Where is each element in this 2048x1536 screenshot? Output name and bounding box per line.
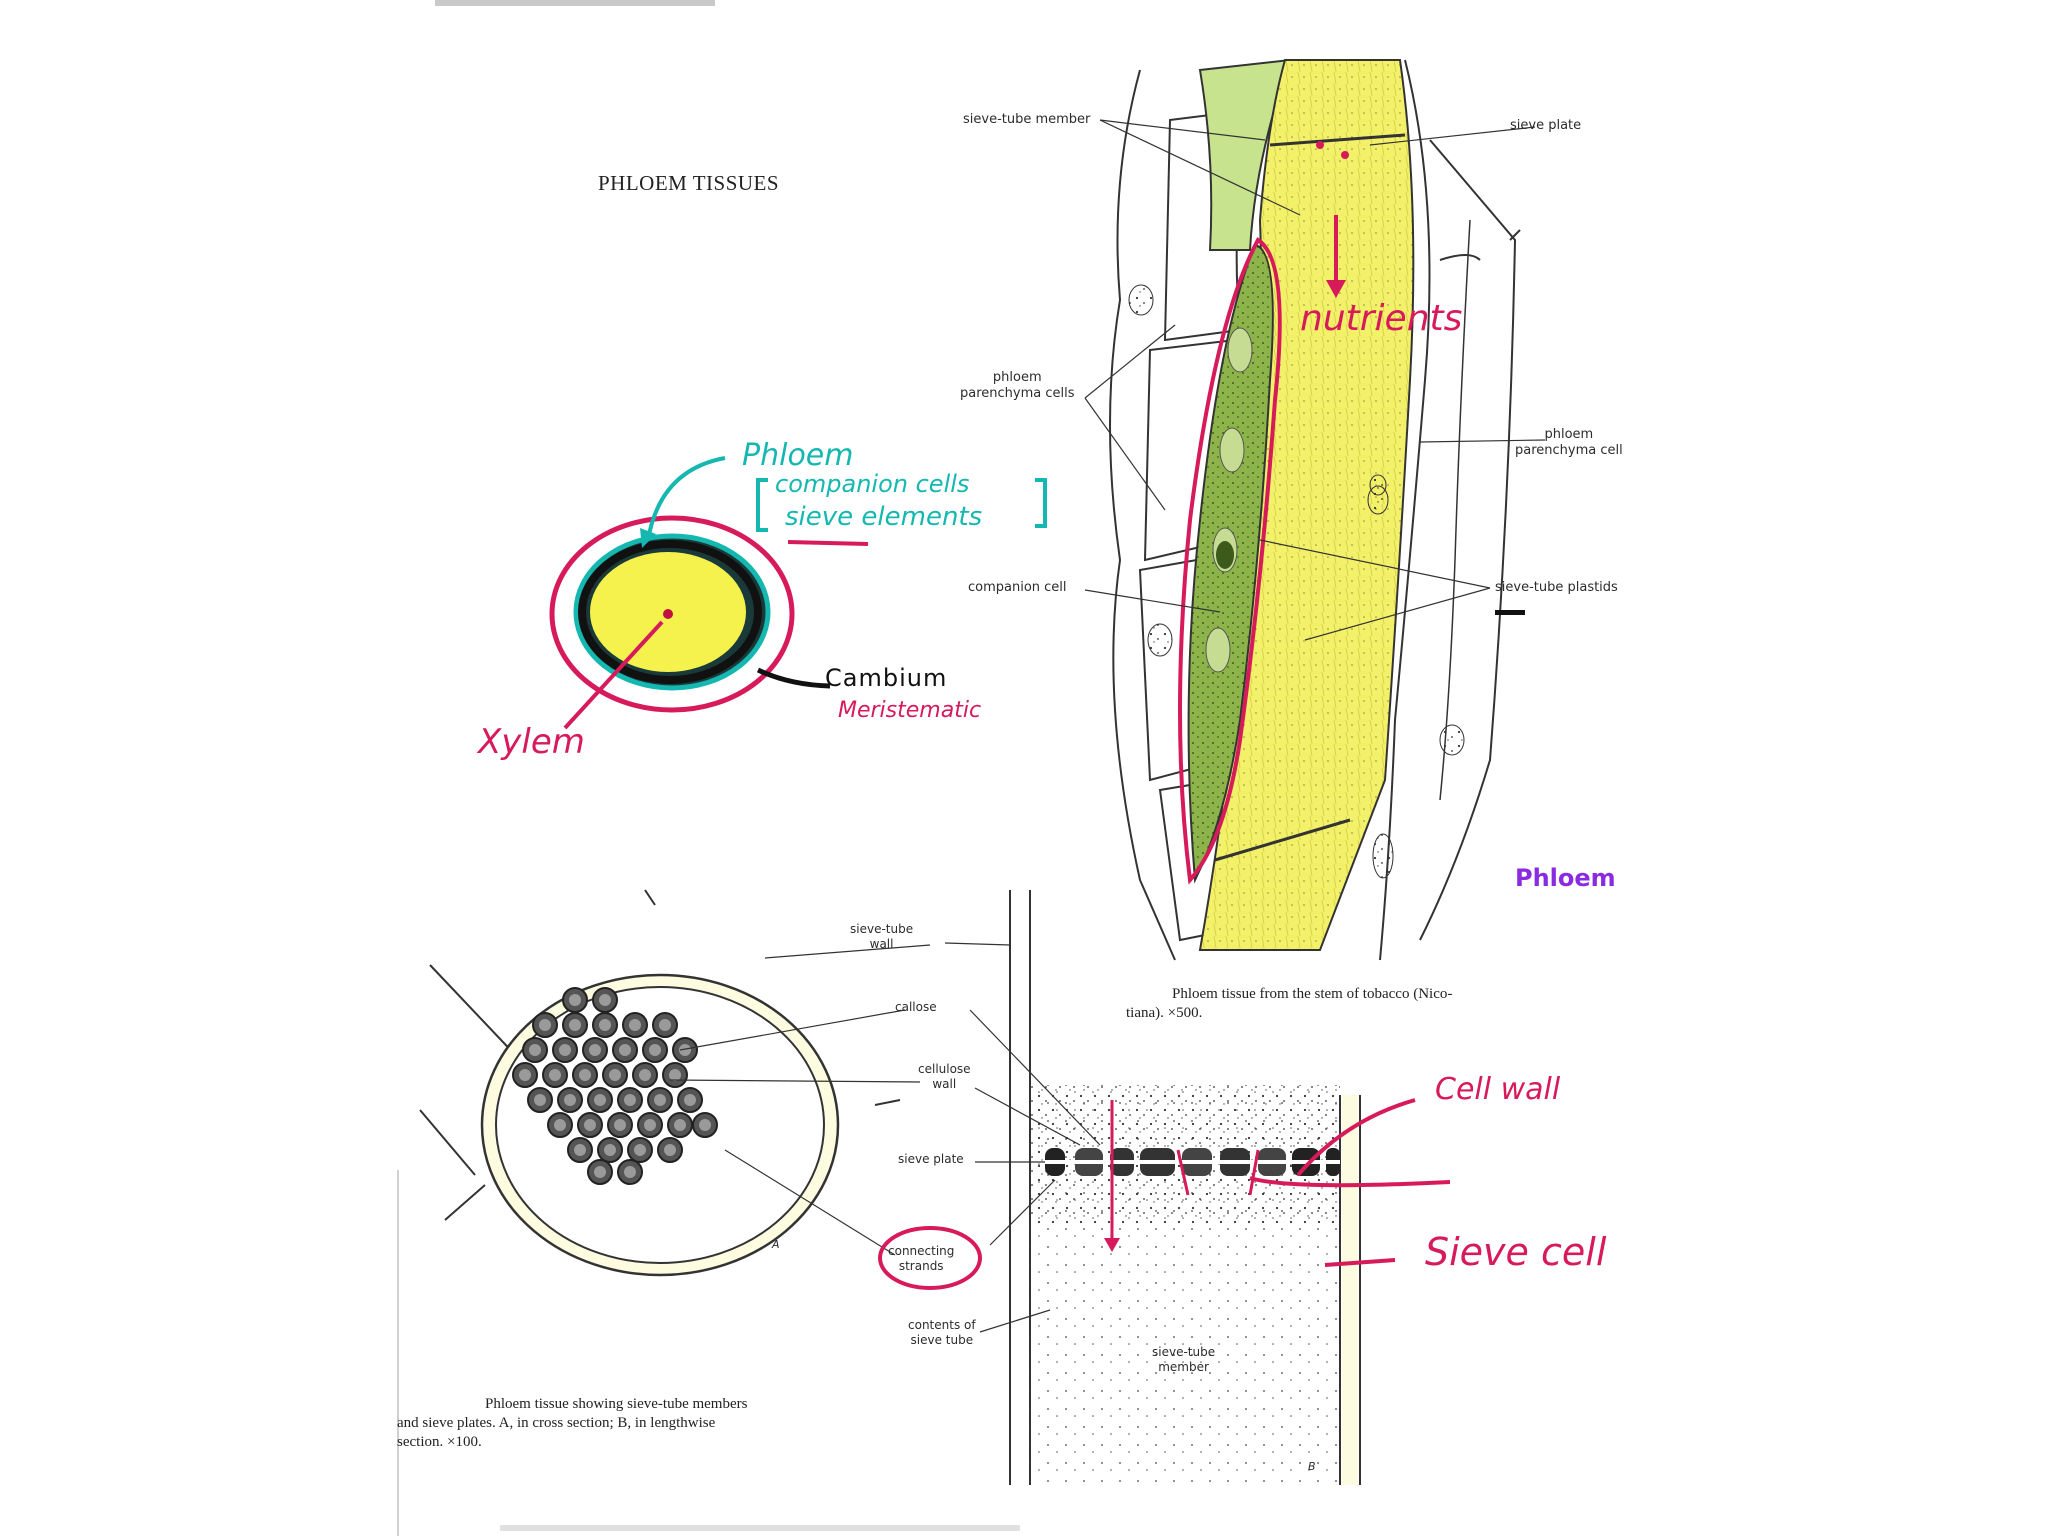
bracket-left bbox=[758, 480, 768, 530]
label-b: B bbox=[1308, 1460, 1316, 1474]
connecting-strand-core bbox=[599, 994, 611, 1006]
label-sieve-plate-top: sieve plate bbox=[1510, 118, 1581, 134]
scan-bottom-mark bbox=[500, 1525, 1020, 1531]
cambium-pointer bbox=[758, 670, 830, 686]
caption-a-line2: and sieve plates. A, in cross section; B… bbox=[397, 1414, 715, 1434]
label-nutrients: nutrients bbox=[1300, 298, 1462, 339]
connecting-strand-core bbox=[619, 1044, 631, 1056]
connecting-strand-core bbox=[659, 1019, 671, 1031]
label-sieve-tube-member-b: sieve-tube member bbox=[1152, 1345, 1215, 1375]
connecting-strand-core bbox=[654, 1094, 666, 1106]
sieve-plate-b bbox=[1045, 1148, 1340, 1176]
connecting-strand-core bbox=[594, 1094, 606, 1106]
connecting-strand-core bbox=[609, 1069, 621, 1081]
label-sieve-cell-hand: Sieve cell bbox=[1425, 1230, 1606, 1274]
connecting-strand-core bbox=[669, 1069, 681, 1081]
label-phloem-parenchyma-cells: phloem parenchyma cells bbox=[960, 370, 1075, 403]
label-sieve-plate-b: sieve plate bbox=[898, 1152, 964, 1167]
connecting-strand-core bbox=[559, 1044, 571, 1056]
connecting-strand-core bbox=[599, 1019, 611, 1031]
center-dot bbox=[663, 609, 673, 619]
connecting-strand-core bbox=[519, 1069, 531, 1081]
label-cellulose-wall: cellulose wall bbox=[918, 1062, 971, 1092]
connecting-strand-core bbox=[589, 1044, 601, 1056]
sieve-tube-lengthwise-b bbox=[880, 890, 1450, 1485]
connecting-strand-core bbox=[634, 1144, 646, 1156]
caption-a-line1: Phloem tissue showing sieve-tube members bbox=[485, 1395, 747, 1415]
connecting-strand-core bbox=[684, 1094, 696, 1106]
scan-edge-mark bbox=[435, 0, 715, 6]
label-sieve-tube-plastids: sieve-tube plastids bbox=[1495, 580, 1618, 596]
connecting-strand-core bbox=[569, 1019, 581, 1031]
connecting-strand-core bbox=[699, 1119, 711, 1131]
connecting-strand-core bbox=[594, 1166, 606, 1178]
tobacco-phloem-drawing bbox=[1085, 60, 1545, 960]
connecting-strand-core bbox=[549, 1069, 561, 1081]
label-meristematic: Meristematic bbox=[838, 698, 981, 723]
label-sieve-elements: sieve elements bbox=[785, 502, 982, 532]
label-phloem-parenchyma-cell: phloem parenchyma cell bbox=[1515, 427, 1623, 460]
connecting-strand-core bbox=[674, 1119, 686, 1131]
connecting-strand-core bbox=[664, 1144, 676, 1156]
connecting-strand-core bbox=[554, 1119, 566, 1131]
connecting-strand-core bbox=[644, 1119, 656, 1131]
caption-tobacco-line1: Phloem tissue from the stem of tobacco (… bbox=[1172, 985, 1452, 1005]
label-xylem: Xylem bbox=[478, 722, 585, 762]
connecting-strand-core bbox=[604, 1144, 616, 1156]
connecting-strand-core bbox=[529, 1044, 541, 1056]
label-connecting-strands: connecting strands bbox=[888, 1244, 954, 1274]
connecting-strand-core bbox=[639, 1069, 651, 1081]
bracket-right bbox=[1035, 480, 1045, 526]
connecting-strand-core bbox=[584, 1119, 596, 1131]
connecting-strand-core bbox=[624, 1094, 636, 1106]
connecting-strand-core bbox=[539, 1019, 551, 1031]
connecting-strand-core bbox=[574, 1144, 586, 1156]
connecting-strand-core bbox=[564, 1094, 576, 1106]
label-companion-cells: companion cells bbox=[775, 470, 969, 498]
connecting-strand-core bbox=[534, 1094, 546, 1106]
connecting-strand-core bbox=[579, 1069, 591, 1081]
connecting-strand-core bbox=[624, 1166, 636, 1178]
label-phloem: Phloem bbox=[742, 438, 853, 473]
caption-tobacco-line2: tiana). ×500. bbox=[1126, 1004, 1202, 1024]
label-phloem-purple: Phloem bbox=[1515, 864, 1616, 892]
sieve-tube-cross-section-a bbox=[420, 890, 900, 1275]
connecting-strand-core bbox=[649, 1044, 661, 1056]
label-callose: callose bbox=[895, 1000, 937, 1015]
label-cambium: Cambium bbox=[825, 664, 947, 692]
caption-a-line3: section. ×100. bbox=[397, 1433, 482, 1453]
label-cell-wall-hand: Cell wall bbox=[1435, 1072, 1560, 1107]
sieve-underline bbox=[788, 542, 868, 544]
label-a: A bbox=[772, 1238, 780, 1252]
label-sieve-tube-wall: sieve-tube wall bbox=[850, 922, 913, 952]
label-sieve-tube-member: sieve-tube member bbox=[963, 112, 1090, 128]
connecting-strand-core bbox=[569, 994, 581, 1006]
phloem-arrow bbox=[648, 458, 725, 540]
label-contents-sieve-tube: contents of sieve tube bbox=[908, 1318, 976, 1348]
connecting-strand-core bbox=[614, 1119, 626, 1131]
page-title: PHLOEM TISSUES bbox=[598, 170, 779, 197]
connecting-strand-core bbox=[629, 1019, 641, 1031]
label-companion-cell: companion cell bbox=[968, 580, 1067, 596]
